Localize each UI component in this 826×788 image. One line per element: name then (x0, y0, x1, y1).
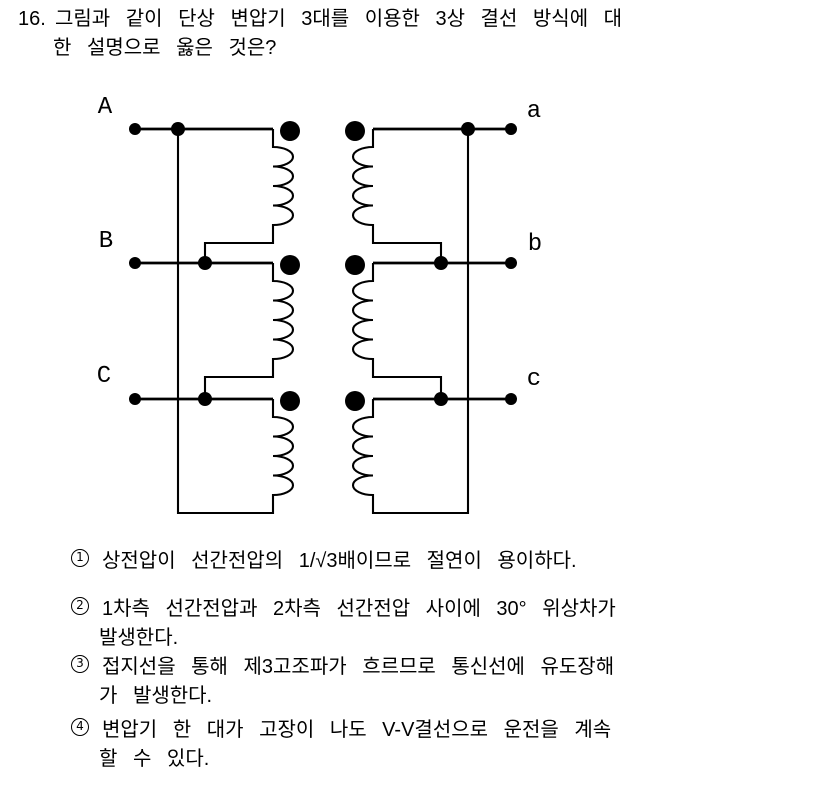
choice-option-4[interactable]: 4 변압기 한 대가 고장이 나도 V-V결선으로 운전을 계속 할 수 있다. (60, 716, 812, 774)
primary-winding-2 (203, 263, 294, 399)
terminal-dot (129, 393, 141, 405)
junction-dot (434, 392, 448, 406)
polarity-dots (280, 121, 365, 411)
phase-label-A: A (98, 94, 113, 121)
secondary-winding-2 (352, 263, 443, 399)
choice-3-text-line-2: 가 발생한다. (99, 685, 213, 707)
transformer-connection-diagram: A B C a b c (97, 94, 542, 515)
phase-label-B: B (99, 228, 113, 255)
choice-2-circled-number: 2 (71, 597, 89, 615)
terminal-dot (505, 123, 517, 135)
choice-3-circled-number: 3 (71, 655, 89, 673)
choice-4-circled-number: 4 (71, 718, 89, 736)
secondary-winding-1 (352, 129, 443, 263)
choice-2-text-line-2: 발생한다. (99, 627, 179, 649)
question-text-line-1: 그림과 같이 단상 변압기 3대를 이용한 3상 결선 방식에 대 (55, 8, 623, 30)
phase-labels: A B C a b c (97, 94, 542, 393)
phase-label-c: c (527, 366, 541, 393)
terminal-dot (129, 257, 141, 269)
phase-label-b: b (528, 231, 542, 258)
junction-dot (171, 122, 185, 136)
junction-dot (434, 256, 448, 270)
choice-2-text-line-1: 1차측 선간전압과 2차측 선간전압 사이에 30° 위상차가 (102, 598, 616, 620)
phase-label-C: C (97, 363, 111, 390)
choice-1-text: 상전압이 선간전압의 1/√3배이므로 절연이 용이하다. (102, 550, 577, 572)
primary-delta-windings (176, 129, 294, 515)
polarity-dot (345, 255, 365, 275)
terminal-dots (129, 123, 517, 405)
polarity-dot (345, 391, 365, 411)
phase-label-a: a (527, 98, 541, 125)
polarity-dot (280, 121, 300, 141)
polarity-dot (280, 391, 300, 411)
terminal-dot (505, 257, 517, 269)
question-text-line-2: 한 설명으로 옳은 것은? (53, 37, 277, 59)
terminal-dot (505, 393, 517, 405)
primary-winding-3-and-delta-return (176, 129, 294, 515)
terminal-dot (129, 123, 141, 135)
choice-3-text-line-1: 접지선을 통해 제3고조파가 흐르므로 통신선에 유도장해 (102, 656, 615, 678)
choice-4-text-line-2: 할 수 있다. (99, 748, 210, 770)
secondary-delta-windings (352, 129, 470, 515)
primary-winding-1 (203, 129, 294, 263)
choice-option-2[interactable]: 2 1차측 선간전압과 2차측 선간전압 사이에 30° 위상차가 발생한다. (60, 595, 812, 653)
question-number: 16. (18, 8, 46, 30)
choice-4-text-line-1: 변압기 한 대가 고장이 나도 V-V결선으로 운전을 계속 (102, 719, 612, 741)
phase-lines (135, 127, 511, 401)
junction-dot (198, 392, 212, 406)
junction-dot (198, 256, 212, 270)
junction-dot (461, 122, 475, 136)
choice-option-3[interactable]: 3 접지선을 통해 제3고조파가 흐르므로 통신선에 유도장해 가 발생한다. (60, 653, 812, 711)
polarity-dot (345, 121, 365, 141)
choice-option-1[interactable]: 1 상전압이 선간전압의 1/√3배이므로 절연이 용이하다. (60, 547, 812, 575)
secondary-winding-3-and-delta-return (352, 129, 470, 515)
choice-1-circled-number: 1 (71, 549, 89, 567)
junction-dots (171, 122, 475, 406)
polarity-dot (280, 255, 300, 275)
